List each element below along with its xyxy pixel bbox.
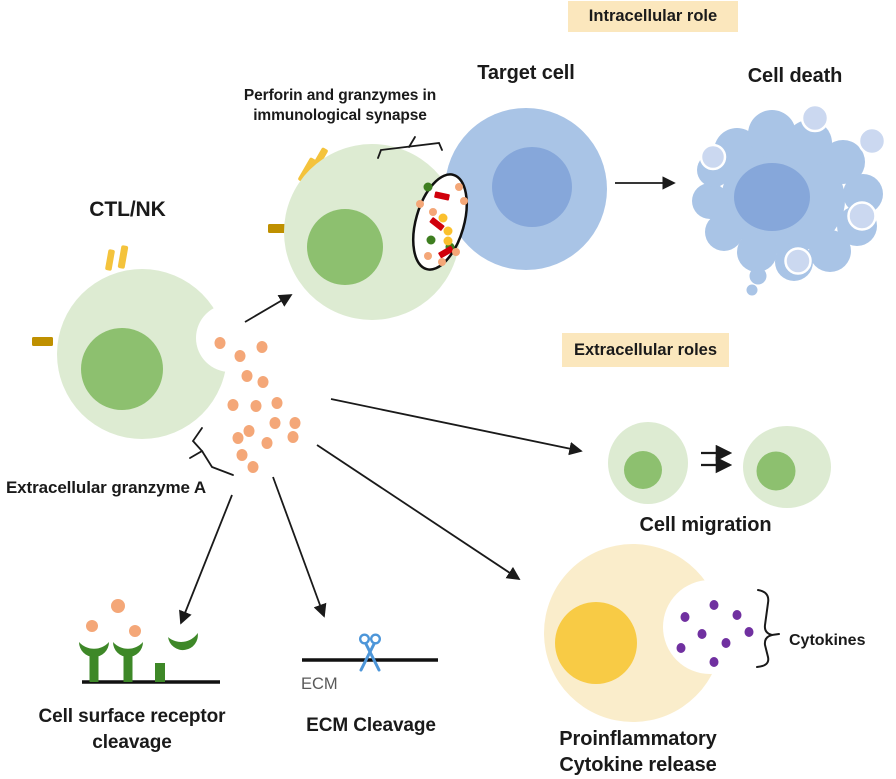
extracellular-roles-badge: Extracellular roles	[562, 333, 729, 367]
nucleus	[307, 209, 383, 285]
cleaved-receptor-cup	[168, 632, 200, 653]
target-cell	[445, 108, 607, 270]
cytokines-brace	[756, 589, 780, 668]
synapse-bracket-tick	[408, 136, 416, 148]
ecm-cleavage-icon	[302, 633, 438, 672]
receptor-bar-icon	[105, 249, 115, 271]
nucleus	[555, 602, 637, 684]
receptor-dash-icon	[268, 224, 289, 233]
dead-cell	[692, 103, 887, 296]
flow-arrows	[179, 176, 676, 625]
receptor-cleavage-line2: cleavage	[92, 732, 172, 753]
receptor-dash-icon	[32, 337, 53, 346]
cell-migration-label: Cell migration	[639, 514, 772, 536]
receptor-cleavage-line1: Cell surface receptor	[38, 706, 226, 727]
proinflammatory-line2: Cytokine release	[559, 754, 717, 776]
arrow-to-ecm	[272, 476, 327, 618]
cytokines-label: Cytokines	[789, 632, 866, 649]
ecm-tag: ECM	[301, 675, 338, 693]
effector-cell-synapse	[268, 144, 460, 320]
migration-cells	[608, 422, 831, 508]
receptor-cleavage-icon	[79, 599, 220, 684]
perforin-synapse-label: Perforin and granzymes in immunological …	[228, 86, 452, 126]
cytokine-dots	[676, 600, 754, 667]
intracellular-role-badge: Intracellular role	[568, 1, 738, 32]
perforin-synapse-line2: immunological synapse	[253, 107, 427, 124]
nucleus	[81, 328, 163, 410]
nucleus	[734, 163, 810, 231]
granzyme-bracket	[201, 450, 234, 476]
ctl-nk-label: CTL/NK	[89, 198, 166, 221]
ecm-cleavage-label: ECM Cleavage	[306, 715, 436, 736]
cleaved-receptor-stub	[155, 663, 165, 682]
nucleus	[492, 147, 572, 227]
proinflammatory-label: Proinflammatory Cytokine release	[538, 726, 738, 778]
scissors-icon	[359, 633, 382, 672]
granzyme-bracket	[189, 427, 204, 459]
cytokine-cell	[544, 544, 780, 722]
arrow-to-receptor	[179, 494, 233, 625]
receptor-cleavage-label: Cell surface receptor cleavage	[22, 704, 242, 756]
arrow-to-cytokine-cell	[316, 444, 521, 580]
synapse-vesicle	[412, 173, 468, 271]
ctl-nk-cell	[32, 245, 264, 439]
extracellular-granzyme-label: Extracellular granzyme A	[5, 478, 207, 497]
target-cell-label: Target cell	[477, 62, 575, 84]
proinflammatory-line1: Proinflammatory	[559, 728, 717, 750]
membrane-blebs	[699, 103, 887, 275]
receptor-bar-icon	[298, 157, 316, 183]
perforin-synapse-line1: Perforin and granzymes in	[243, 87, 437, 104]
brackets	[189, 136, 443, 476]
arrow-to-synapse	[244, 294, 293, 323]
receptor-bar-icon	[117, 245, 129, 269]
migration-arrows-icon	[701, 444, 733, 474]
arrow-to-migration	[330, 398, 583, 456]
granzyme-dots	[214, 337, 301, 473]
cell-death-label: Cell death	[747, 65, 843, 87]
